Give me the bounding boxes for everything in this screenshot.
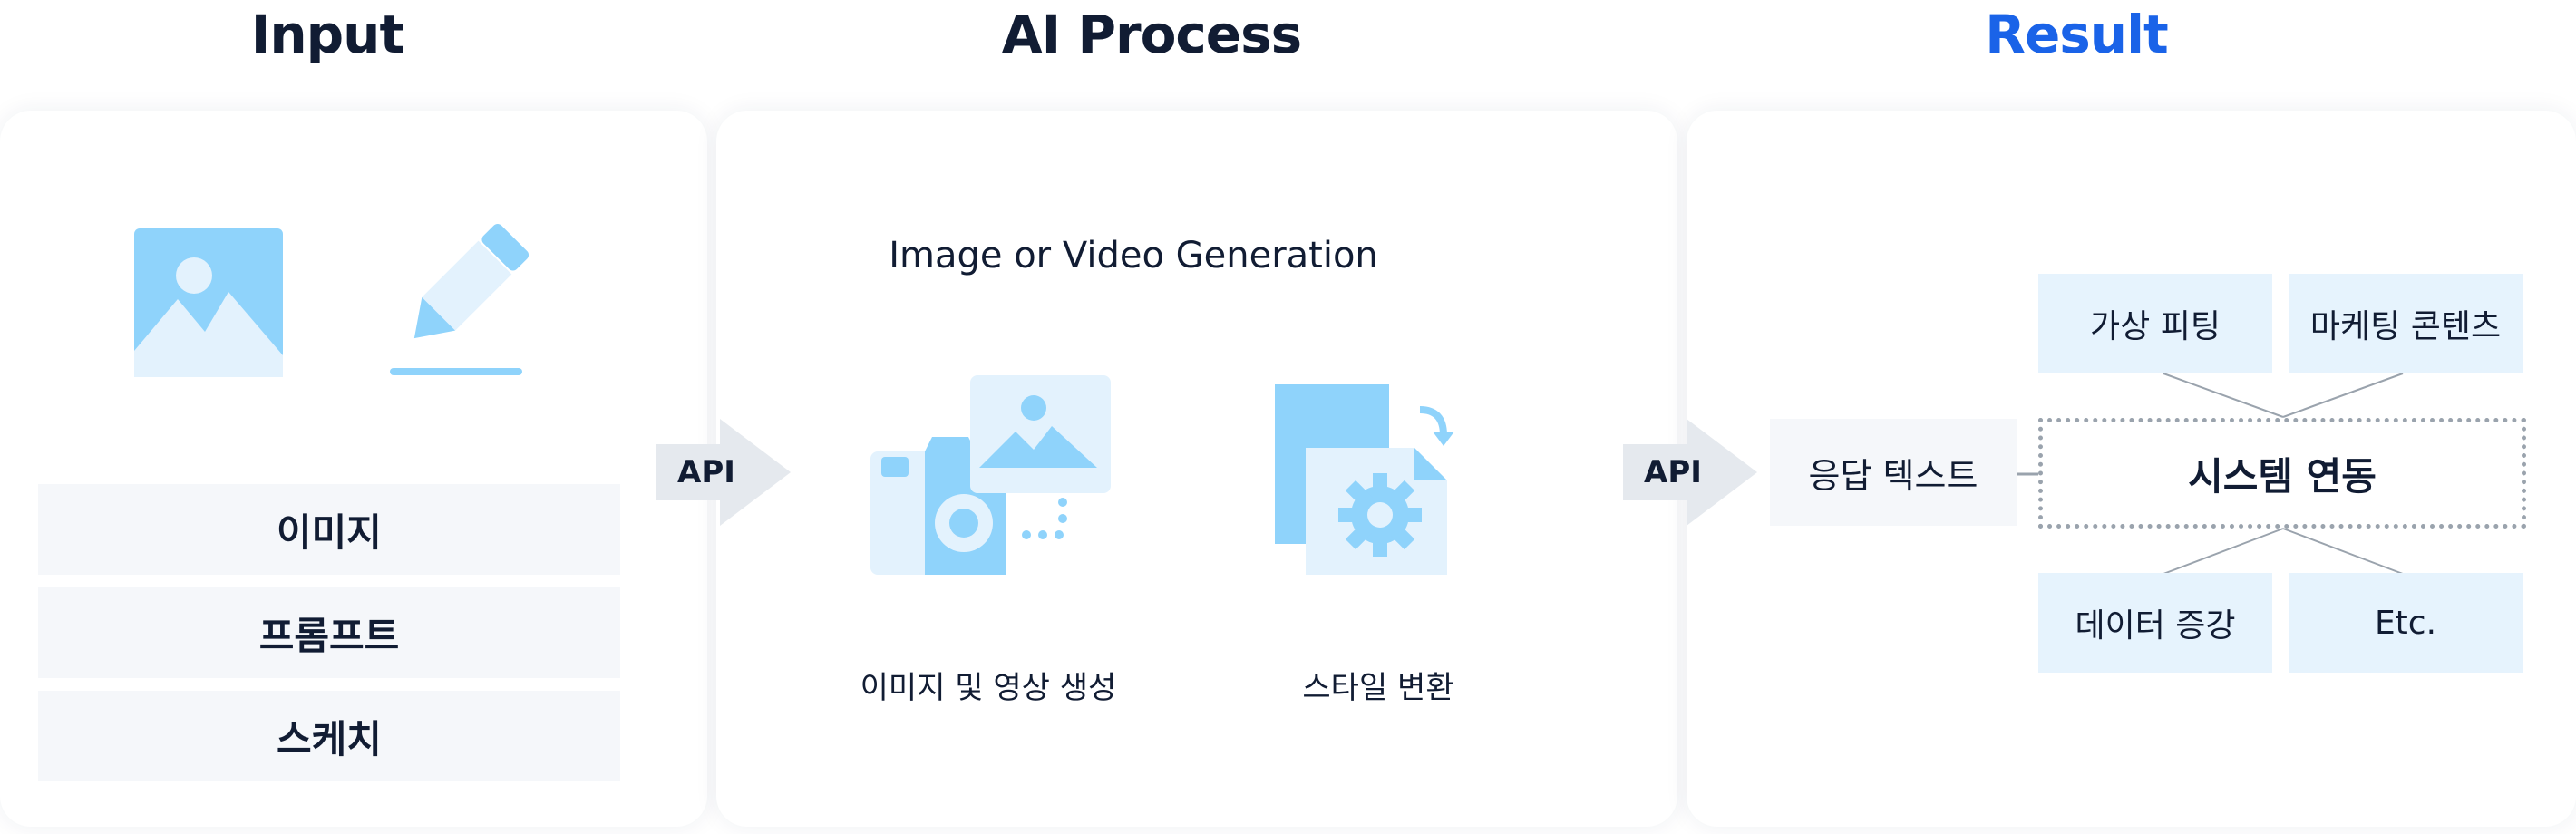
result-box-marketing-content: 마케팅 콘텐츠 bbox=[2289, 274, 2523, 373]
process-subtitle: Image or Video Generation bbox=[889, 235, 1378, 276]
response-text-box: 응답 텍스트 bbox=[1770, 419, 2017, 526]
caption-style-transfer: 스타일 변환 bbox=[1302, 670, 1454, 706]
image-icon bbox=[134, 228, 283, 377]
system-integration-box: 시스템 연동 bbox=[2038, 418, 2526, 529]
camera-image-icon bbox=[870, 372, 1115, 577]
result-box-data-augmentation: 데이터 증강 bbox=[2038, 573, 2272, 673]
api-label: API bbox=[1644, 454, 1702, 490]
result-box-virtual-fitting: 가상 피팅 bbox=[2038, 274, 2272, 373]
input-row-image: 이미지 bbox=[38, 484, 620, 575]
caption-generation: 이미지 및 영상 생성 bbox=[860, 670, 1117, 706]
process-panel bbox=[716, 111, 1677, 827]
api-label: API bbox=[677, 454, 735, 490]
api-arrow-output: API bbox=[1623, 419, 1757, 526]
input-heading: Input bbox=[250, 4, 404, 65]
api-arrow-input: API bbox=[656, 419, 791, 526]
input-row-prompt: 프롬프트 bbox=[38, 587, 620, 678]
pencil-icon bbox=[388, 223, 533, 383]
result-heading: Result bbox=[1985, 4, 2168, 65]
input-row-sketch: 스케치 bbox=[38, 691, 620, 781]
document-gear-icon bbox=[1269, 381, 1469, 580]
result-box-etc: Etc. bbox=[2289, 573, 2523, 673]
ai-process-heading: AI Process bbox=[1001, 4, 1302, 65]
result-connectors bbox=[2017, 373, 2404, 575]
